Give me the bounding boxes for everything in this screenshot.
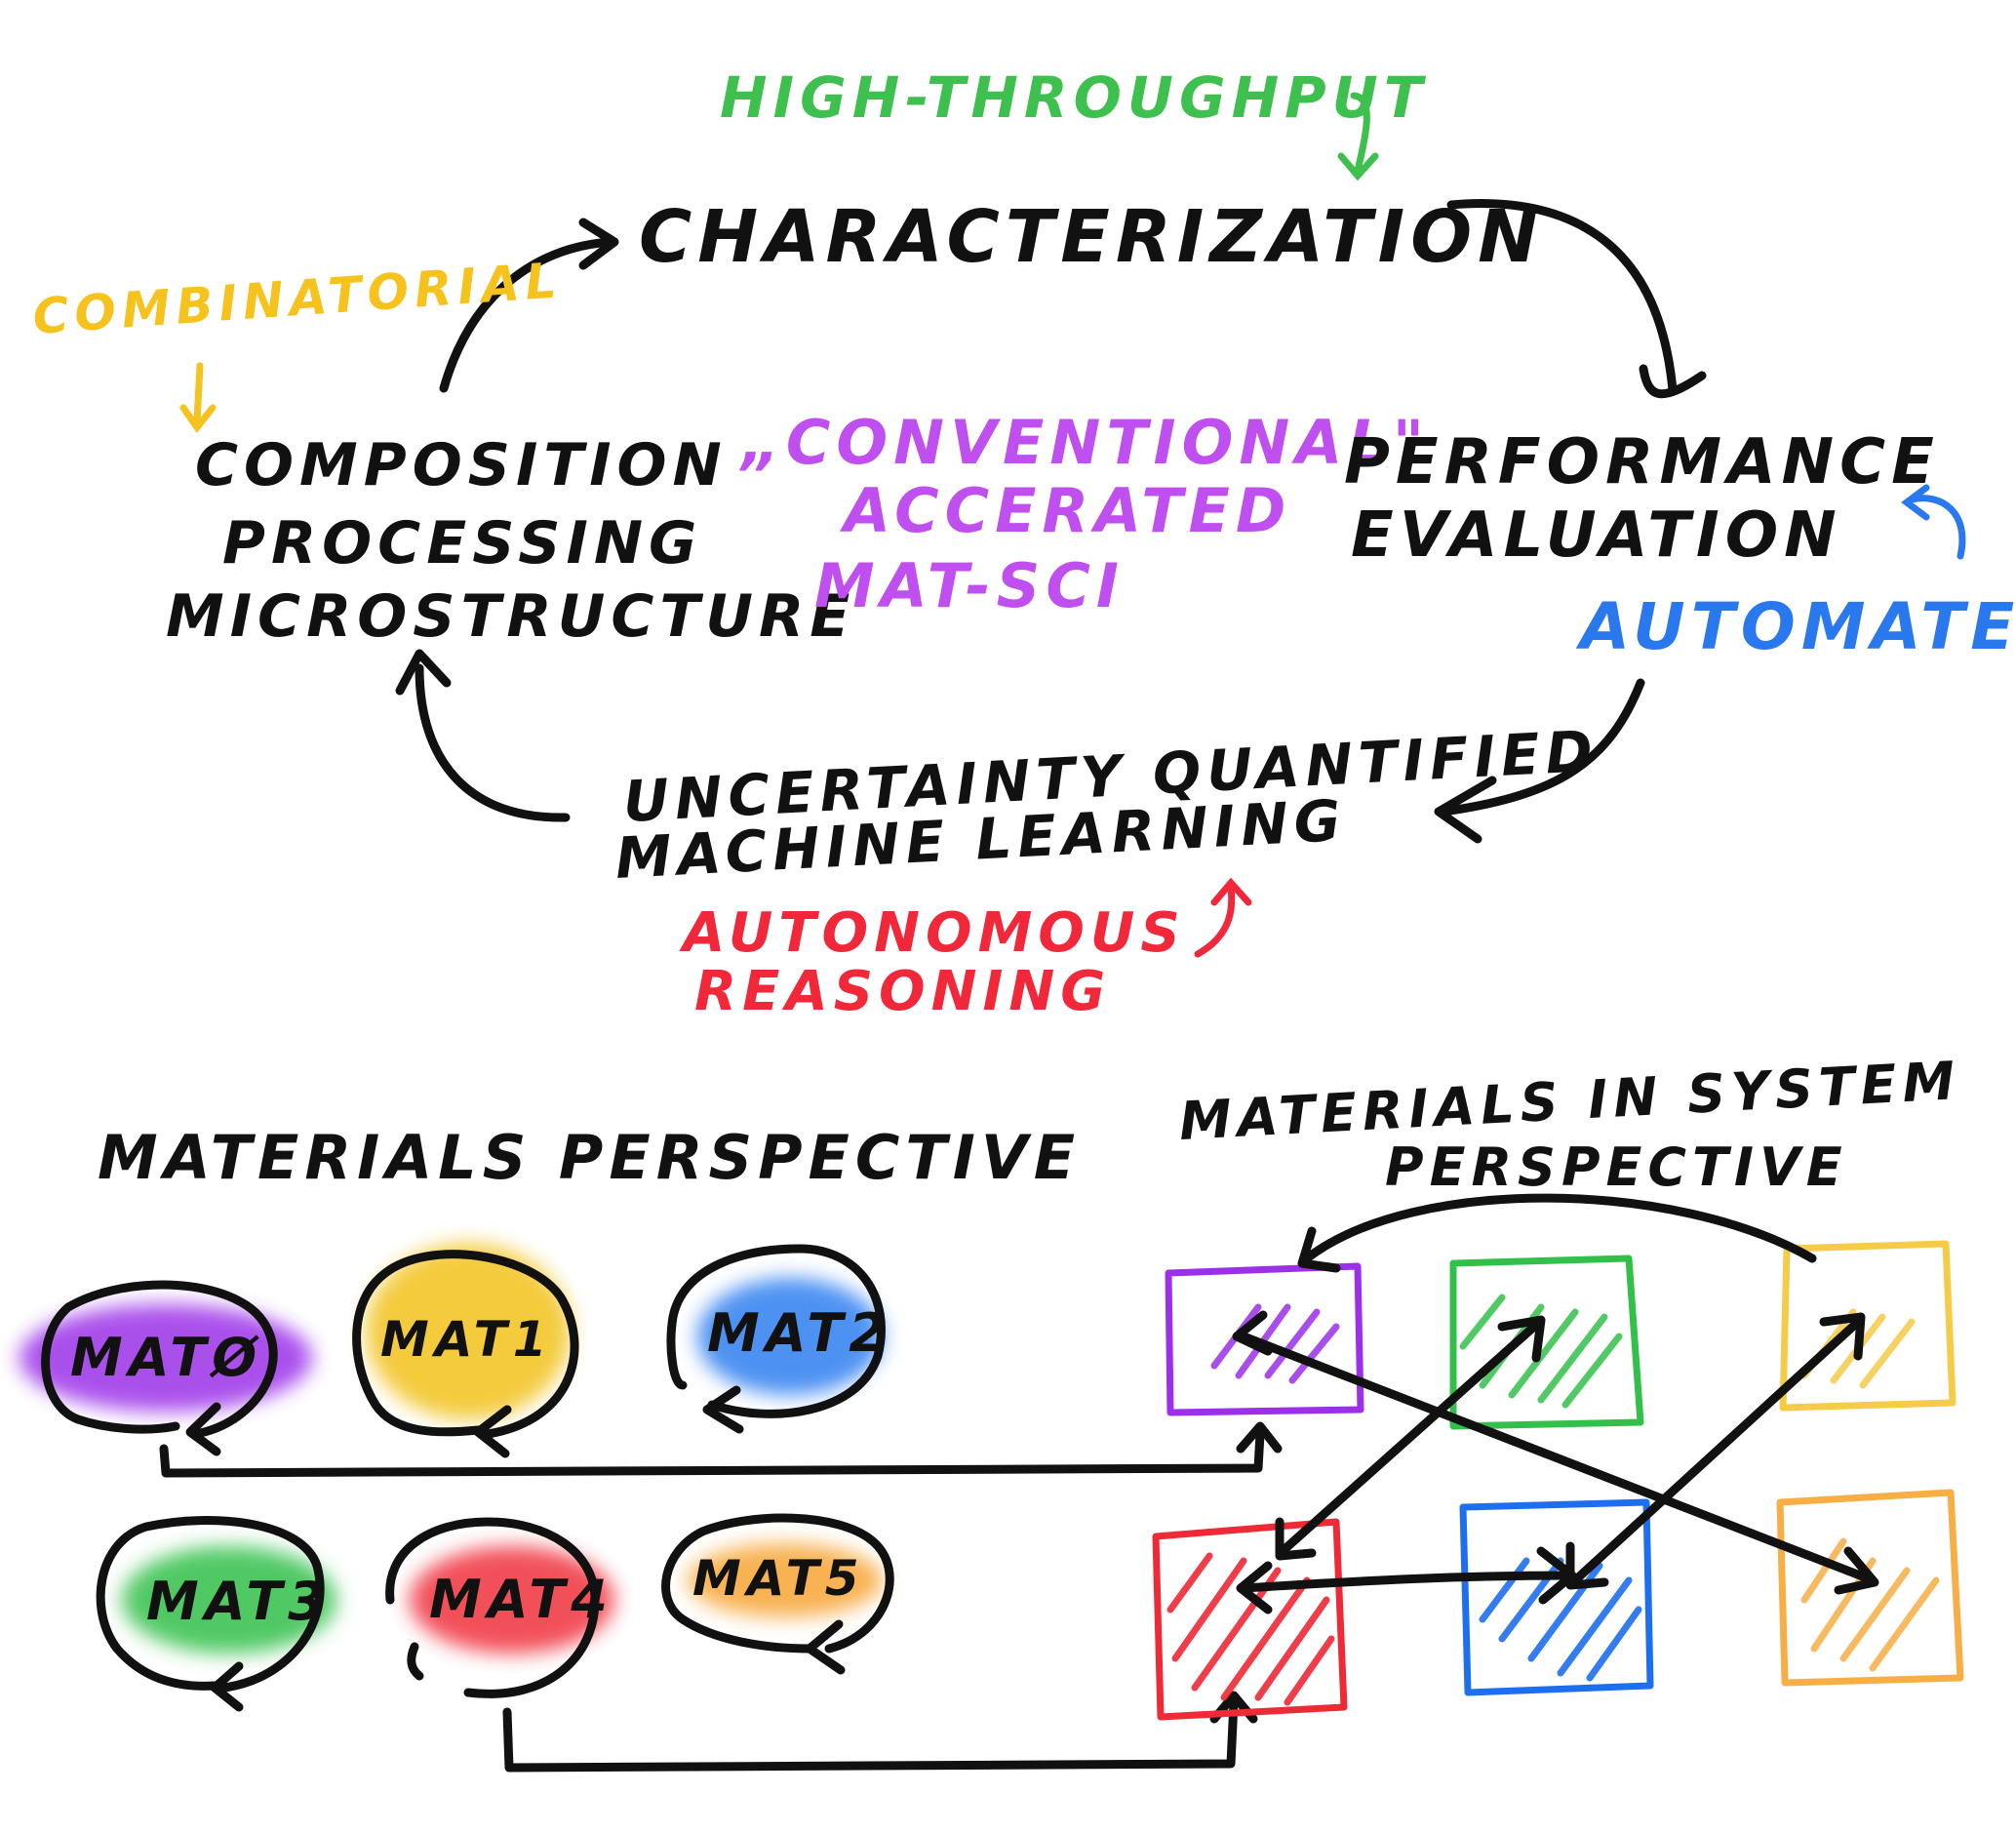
mat2-label: MAT2 [707,1302,891,1364]
high-throughput-label: HIGH-THROUGHPUT [720,64,1428,131]
mat3-wash [122,1546,336,1654]
mat1-wash [366,1244,571,1419]
mat0-label: MATØ [70,1327,262,1388]
mat1-blob [352,1250,579,1439]
connector-mat4-to-system [502,1697,1239,1773]
arrowhead [1434,776,1497,844]
arrowhead [1232,1310,1273,1356]
mat2-blob [666,1244,886,1418]
arrowhead [179,404,217,433]
arrowhead [578,218,619,270]
autonomous-label: AUTONOMOUS [679,901,1186,965]
arrow-ml-to-composition [415,663,571,822]
arrow-yellow-to-purple [1302,1193,1817,1263]
connector-mat0-to-system [159,1429,1265,1478]
system-perspective-title-line2: PERSPECTIVE [1385,1136,1848,1198]
reasoning-label: REASONING [694,960,1111,1023]
composition-label: COMPOSITION [195,431,728,499]
arrowhead [805,1619,846,1675]
arrowhead [407,1642,424,1681]
mat5-label: MAT5 [692,1550,865,1607]
arrowhead [1337,152,1379,181]
materials-perspective-title: MATERIALS PERSPECTIVE [98,1122,1081,1193]
arrow-blue-to-yellow [1570,1317,1863,1585]
system-box-blue [1459,1498,1654,1696]
combinatorial-label: COMBINATORIAL [31,252,564,345]
arrow-composition-to-characterization [439,237,614,393]
arrow-characterization-to-performance [1446,199,1678,395]
center-accelerated-label: ACCERATED [839,475,1291,546]
mat5-blob [661,1513,894,1654]
mat4-label: MAT4 [429,1569,613,1630]
automated-arrow [1908,495,1966,560]
mat4-wash [410,1546,614,1654]
combinatorial-arrow [193,362,204,425]
system-box-purple [1165,1262,1364,1416]
arrowhead [185,1402,221,1456]
mat1-label: MAT1 [380,1311,553,1368]
arrowhead [1210,877,1252,906]
system-box-yellow [1779,1240,1957,1412]
automated-label: AUTOMATED [1575,589,2016,664]
system-box-green [1449,1255,1644,1430]
arrowhead [210,1661,244,1712]
mat0-blob [41,1280,278,1439]
arrowhead [1236,1421,1283,1454]
arrow-red-to-blue [1239,1571,1575,1593]
processing-label: PROCESSING [222,509,702,578]
autonomous-arrow [1194,884,1236,958]
arrow-red-to-green [1278,1320,1541,1556]
system-box-orange [1776,1489,1964,1687]
arrow-performance-to-ml [1439,678,1645,817]
arrowhead [395,649,452,696]
system-box-red [1152,1518,1348,1721]
arrowhead [1819,1312,1866,1361]
mat3-blob [96,1516,325,1693]
evaluation-label: EVALUATION [1351,499,1842,572]
arrowhead [1901,484,1930,521]
arrow-purple-to-orange [1239,1332,1878,1585]
material-washes [20,1244,883,1654]
mat3-label: MAT3 [146,1571,331,1632]
mat4-blob [385,1517,600,1698]
performance-label: PERFORMANCE [1344,426,1940,498]
mat5-wash [688,1543,883,1617]
high-throughput-arrow [1350,92,1370,175]
arrowhead [1497,1315,1546,1363]
arrowhead [1834,1546,1879,1595]
arrowhead [1275,1517,1317,1561]
microstructure-label: MICROSTRUCTURE [166,582,855,651]
arrowhead [1565,1541,1609,1590]
mat2-wash [697,1278,883,1395]
arrowhead [473,1405,512,1458]
characterization-label: CHARACTERIZATION [639,195,1544,279]
arrowhead [1639,364,1707,399]
mat0-wash [20,1304,312,1412]
center-conventional-label: „CONVENTIONAL" [738,407,1430,478]
center-matsci-label: MAT-SCI [814,550,1125,621]
arrowhead [702,1385,744,1434]
arrowhead [1297,1226,1341,1273]
arrowhead [1236,1561,1273,1614]
